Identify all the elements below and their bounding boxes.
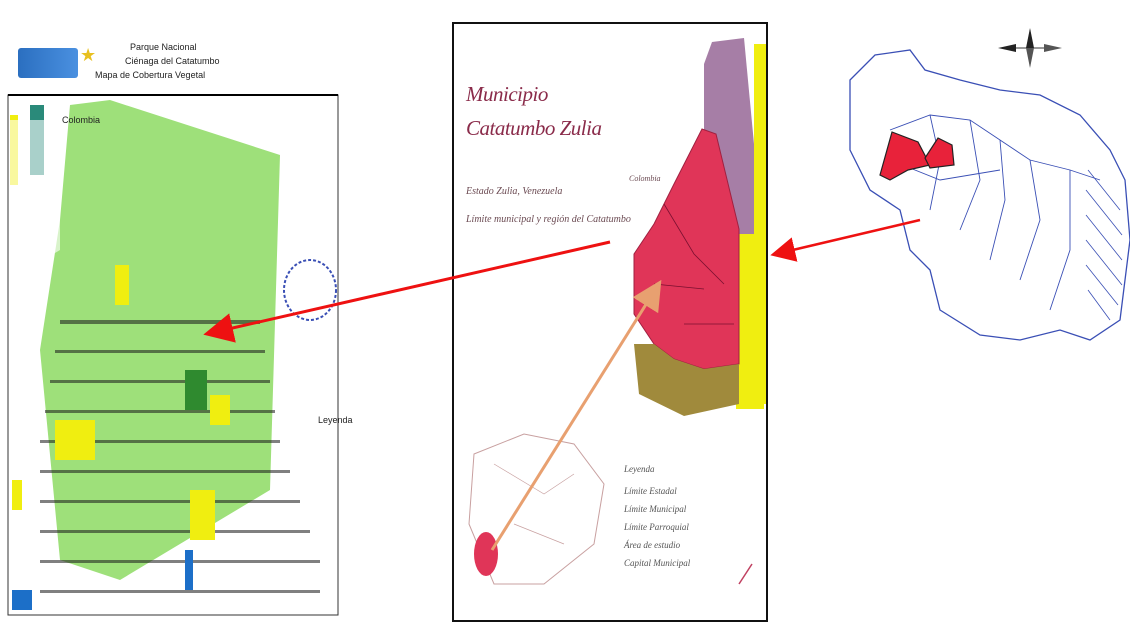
legend-item: Área de estudio (624, 540, 681, 550)
inset-label: Colombia (62, 115, 101, 125)
legend-item: Límite Municipal (624, 504, 687, 514)
north-arrow-icon (998, 28, 1062, 68)
star-icon: ★ (80, 45, 97, 65)
map-title-line-3: Mapa de Cobertura Vegetal (95, 70, 206, 80)
municipality-title-line-2: Catatumbo Zulia (466, 116, 602, 140)
side-label: Colombia (629, 174, 661, 183)
agency-logo (18, 48, 78, 78)
municipality-map-graphic (468, 38, 766, 585)
map-title-line-1: Parque Nacional (130, 42, 197, 52)
legend-title: Leyenda (624, 464, 655, 474)
country-outline-graphic (849, 28, 1130, 341)
land-cover-map: ★ Parque Nacional Ciénaga del Catatumbo … (0, 20, 370, 620)
legend-item: Límite Parroquial (624, 522, 689, 532)
land-cover-map-graphic (7, 94, 370, 616)
municipality-subtitle-1: Estado Zulia, Venezuela (466, 186, 563, 197)
legend-item: Límite Estadal (624, 486, 677, 496)
country-outline-map (830, 20, 1130, 360)
municipality-title-line-1: Municipio (466, 82, 548, 106)
legend-item: Capital Municipal (624, 558, 691, 568)
map-title-line-2: Ciénaga del Catatumbo (125, 56, 220, 66)
municipality-subtitle-2: Límite municipal y región del Catatumbo (466, 214, 631, 225)
legend-title: Leyenda (318, 415, 353, 425)
municipality-map: Municipio Catatumbo Zulia Estado Zulia, … (452, 22, 768, 622)
